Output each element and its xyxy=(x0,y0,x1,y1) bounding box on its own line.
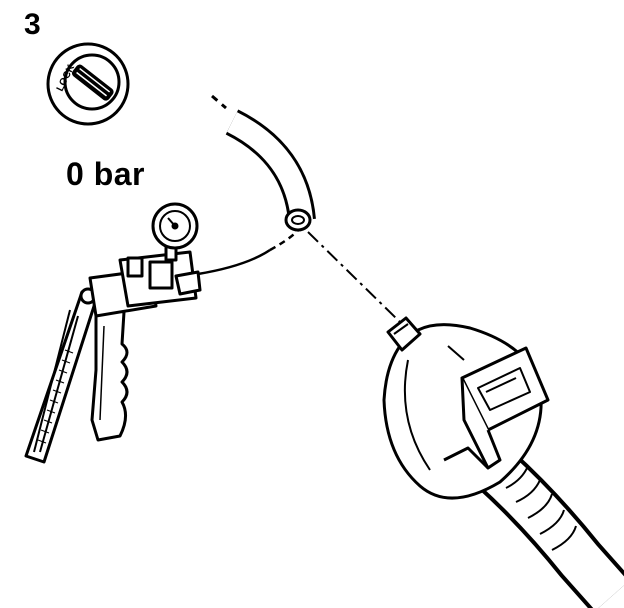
pressure-label: 0 bar xyxy=(66,156,145,192)
vacuum-pump-icon xyxy=(24,202,202,464)
valve-connector-icon xyxy=(382,316,624,608)
hose-icon xyxy=(197,94,401,323)
step-number: 3 xyxy=(24,8,41,41)
ignition-lock-icon: LOCK xyxy=(46,42,130,126)
